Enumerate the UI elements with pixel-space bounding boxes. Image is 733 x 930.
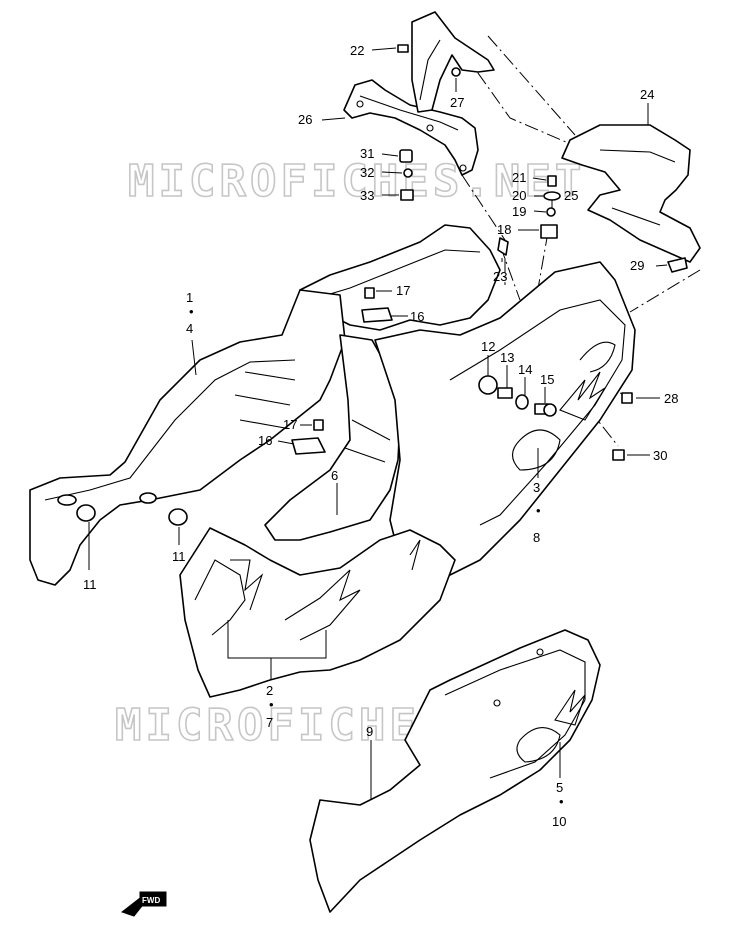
seat-rail-bracket: [343, 11, 495, 176]
label-18: 18: [497, 222, 511, 237]
screw-28: [621, 392, 633, 404]
label-32: 32: [360, 165, 374, 180]
lower-side-cover: [309, 629, 601, 913]
seat-tail-cowling: [29, 289, 346, 586]
label-33: 33: [360, 188, 374, 203]
screw-21: [547, 175, 557, 187]
label-19: 19: [512, 204, 526, 219]
label-17a: 17: [396, 283, 410, 298]
label-11b: 11: [172, 549, 186, 564]
bolt-27: [451, 67, 461, 77]
label-16b: 16: [258, 433, 272, 448]
leader-lines: [88, 47, 668, 800]
part-labels: 22 27 26 31 32 33 24 21 20 25 19 18 23 2…: [83, 43, 678, 829]
nut-32: [403, 168, 413, 178]
cushion-16a: [361, 307, 393, 323]
label-22: 22: [350, 43, 364, 58]
cushion-16b: [291, 437, 326, 455]
label-30: 30: [653, 448, 667, 463]
label-10: 10: [552, 814, 566, 829]
dot-3-8: •: [536, 503, 541, 518]
label-12: 12: [481, 339, 495, 354]
label-29: 29: [630, 258, 644, 273]
label-7: 7: [266, 715, 273, 730]
label-11a: 11: [83, 577, 97, 592]
label-3: 3: [533, 480, 540, 495]
label-9: 9: [366, 724, 373, 739]
label-23: 23: [493, 269, 507, 284]
label-13: 13: [500, 350, 514, 365]
watermark-top: MICROFICHES.NET: [128, 156, 585, 207]
bolt-15-head: [543, 403, 557, 417]
grommet-11b: [168, 508, 188, 526]
cushion-31: [399, 149, 413, 163]
grommet-12: [478, 375, 498, 395]
nut-19: [546, 207, 556, 217]
bolt-22: [397, 44, 409, 53]
fwd-arrow-icon: FWD: [120, 891, 167, 917]
label-2: 2: [266, 683, 273, 698]
grommet-11a: [76, 504, 96, 522]
fwd-label: FWD: [142, 896, 160, 905]
inner-frame: [299, 224, 501, 331]
screw-30: [612, 449, 625, 461]
screw-17b: [313, 419, 324, 431]
label-28: 28: [664, 391, 678, 406]
spacer-13: [497, 387, 513, 399]
clip-29: [667, 257, 688, 273]
dot-2-7: •: [269, 697, 274, 712]
label-15: 15: [540, 372, 554, 387]
dot-5-10: •: [559, 794, 564, 809]
label-14: 14: [518, 362, 532, 377]
dot-1-4: •: [189, 304, 194, 319]
label-6: 6: [331, 468, 338, 483]
label-24: 24: [640, 87, 654, 102]
hardware: [76, 44, 688, 526]
left-front-cowl: [179, 527, 456, 698]
label-21: 21: [512, 170, 526, 185]
washer-14: [515, 394, 529, 410]
label-26: 26: [298, 112, 312, 127]
label-16a: 16: [410, 309, 424, 324]
label-5: 5: [556, 780, 563, 795]
cushion-18: [540, 224, 558, 239]
right-side-cover: [374, 261, 636, 581]
tail-box: [561, 124, 701, 263]
label-1: 1: [186, 290, 193, 305]
label-4: 4: [186, 321, 193, 336]
label-27: 27: [450, 95, 464, 110]
screw-17a: [364, 287, 375, 299]
label-25: 25: [564, 188, 578, 203]
label-31: 31: [360, 146, 374, 161]
label-17b: 17: [283, 417, 297, 432]
bolt-33: [400, 189, 414, 201]
washer-20: [543, 191, 561, 201]
label-20: 20: [512, 188, 526, 203]
clip-23: [497, 237, 509, 256]
label-8: 8: [533, 530, 540, 545]
